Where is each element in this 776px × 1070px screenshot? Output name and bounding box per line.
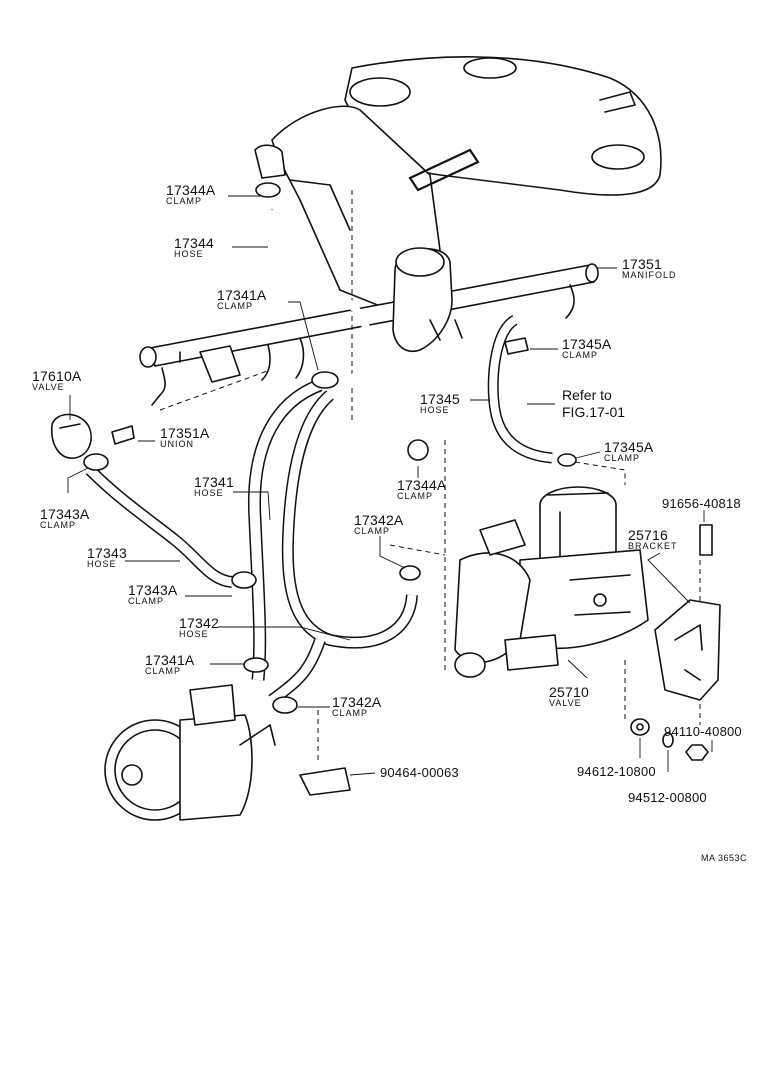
callout-17610a: 17610A VALVE xyxy=(32,369,81,392)
center-canister xyxy=(392,247,463,352)
refer-note: Refer to FIG.17-01 xyxy=(562,387,625,421)
air-pump xyxy=(104,684,276,821)
part-number: 17341A xyxy=(145,652,195,668)
part-name: CLAMP xyxy=(145,666,182,676)
bracket xyxy=(654,524,721,701)
callout-17345: 17345 HOSE xyxy=(420,392,460,415)
callout-17344a-top: 17344A CLAMP xyxy=(166,183,215,206)
part-number: 17342A xyxy=(354,512,404,528)
part-name: CLAMP xyxy=(354,526,391,536)
callout-17341: 17341 HOSE xyxy=(194,475,234,498)
check-valve xyxy=(50,413,135,459)
part-number: 17342 xyxy=(179,615,219,631)
part-number: 17341A xyxy=(217,287,267,303)
part-name: HOSE xyxy=(174,249,204,259)
refer-line-1: Refer to xyxy=(562,387,612,403)
part-number: 25716 xyxy=(628,527,668,543)
part-name: VALVE xyxy=(32,382,65,392)
drawing-code: MA 3653C xyxy=(701,853,748,863)
callout-25716: 25716 BRACKET xyxy=(628,528,678,551)
part-number: 17351 xyxy=(622,256,662,272)
part-name: HOSE xyxy=(194,488,224,498)
callout-17344a-mid: 17344A CLAMP xyxy=(397,478,446,501)
manifold-pipe xyxy=(139,263,599,406)
control-valve-body xyxy=(454,486,649,678)
part-name: CLAMP xyxy=(332,708,369,718)
callout-17344: 17344 HOSE xyxy=(174,236,214,259)
air-cleaner-housing xyxy=(254,56,662,311)
part-name: CLAMP xyxy=(217,301,254,311)
hoses xyxy=(85,209,553,705)
part-name: CLAMP xyxy=(128,596,165,606)
part-name: HOSE xyxy=(179,629,209,639)
part-name: CLAMP xyxy=(40,520,77,530)
part-name: MANIFOLD xyxy=(622,270,677,280)
callout-17345a-bottom: 17345A CLAMP xyxy=(604,440,653,463)
part-number: 17343A xyxy=(128,582,178,598)
part-number: 17344A xyxy=(397,477,447,493)
callout-17341a-bottom: 17341A CLAMP xyxy=(145,653,194,676)
callout-17351a: 17351A UNION xyxy=(160,426,209,449)
part-name: HOSE xyxy=(420,405,450,415)
leader-lines xyxy=(67,195,713,776)
part-number: 17341 xyxy=(194,474,234,490)
part-number: 17343A xyxy=(40,506,90,522)
callout-17341a-top: 17341A CLAMP xyxy=(217,288,266,311)
part-number: 17345A xyxy=(562,336,612,352)
part-name: CLAMP xyxy=(397,491,434,501)
refer-line-2: FIG.17-01 xyxy=(562,404,626,420)
part-number: 17343 xyxy=(87,545,127,561)
part-name: CLAMP xyxy=(604,453,641,463)
part-number: 17345A xyxy=(604,439,654,455)
part-name: CLAMP xyxy=(562,350,599,360)
part-number: 17351A xyxy=(160,425,210,441)
part-number: 17610A xyxy=(32,368,82,384)
callout-91656-40818: 91656-40818 xyxy=(662,496,741,511)
callout-25710: 25710 VALVE xyxy=(549,685,589,708)
callout-17351: 17351 MANIFOLD xyxy=(622,257,677,280)
callout-17343a-bottom: 17343A CLAMP xyxy=(128,583,177,606)
callout-17345a-top: 17345A CLAMP xyxy=(562,337,611,360)
callout-17343a-top: 17343A CLAMP xyxy=(40,507,89,530)
part-number: 17344 xyxy=(174,235,214,251)
part-name: CLAMP xyxy=(166,196,203,206)
part-name: VALVE xyxy=(549,698,582,708)
callout-17342a-bottom: 17342A CLAMP xyxy=(332,695,381,718)
clamps xyxy=(83,182,577,796)
part-number: 17344A xyxy=(166,182,216,198)
callout-94612-10800: 94612-10800 xyxy=(577,764,656,779)
fasteners xyxy=(630,718,709,761)
callout-17342a-top: 17342A CLAMP xyxy=(354,513,403,536)
part-name: BRACKET xyxy=(628,541,678,551)
part-name: UNION xyxy=(160,439,194,449)
callout-94512-00800: 94512-00800 xyxy=(628,790,707,805)
part-name: HOSE xyxy=(87,559,117,569)
part-number: 25710 xyxy=(549,684,589,700)
callout-90464-00063: 90464-00063 xyxy=(380,765,459,780)
callout-17343: 17343 HOSE xyxy=(87,546,127,569)
part-number: 17342A xyxy=(332,694,382,710)
callout-17342: 17342 HOSE xyxy=(179,616,219,639)
callout-94110-40800: 94110-40800 xyxy=(664,724,742,739)
part-number: 17345 xyxy=(420,391,460,407)
